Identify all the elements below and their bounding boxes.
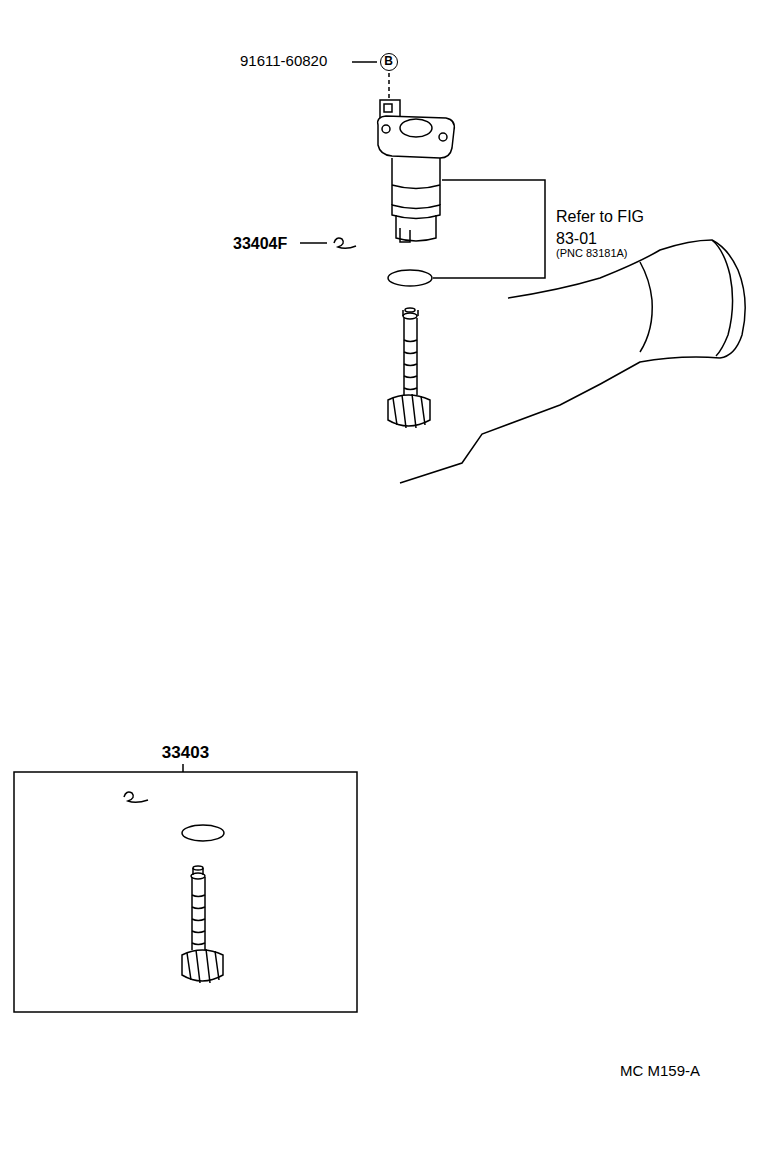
circle-callout: B — [380, 53, 398, 71]
callout-number: 33403 — [162, 744, 209, 763]
part-number: 91611-60820 — [240, 53, 327, 70]
reference-note: Refer to FIG 83-01 — [556, 206, 666, 249]
kit-box: 33403 — [14, 744, 357, 1012]
part-number: 33404F — [233, 235, 287, 253]
circle-letter: B — [384, 55, 393, 68]
figure-code: MC M159-A — [620, 1063, 700, 1080]
reference-note: (PNC 83181A) — [556, 247, 628, 259]
